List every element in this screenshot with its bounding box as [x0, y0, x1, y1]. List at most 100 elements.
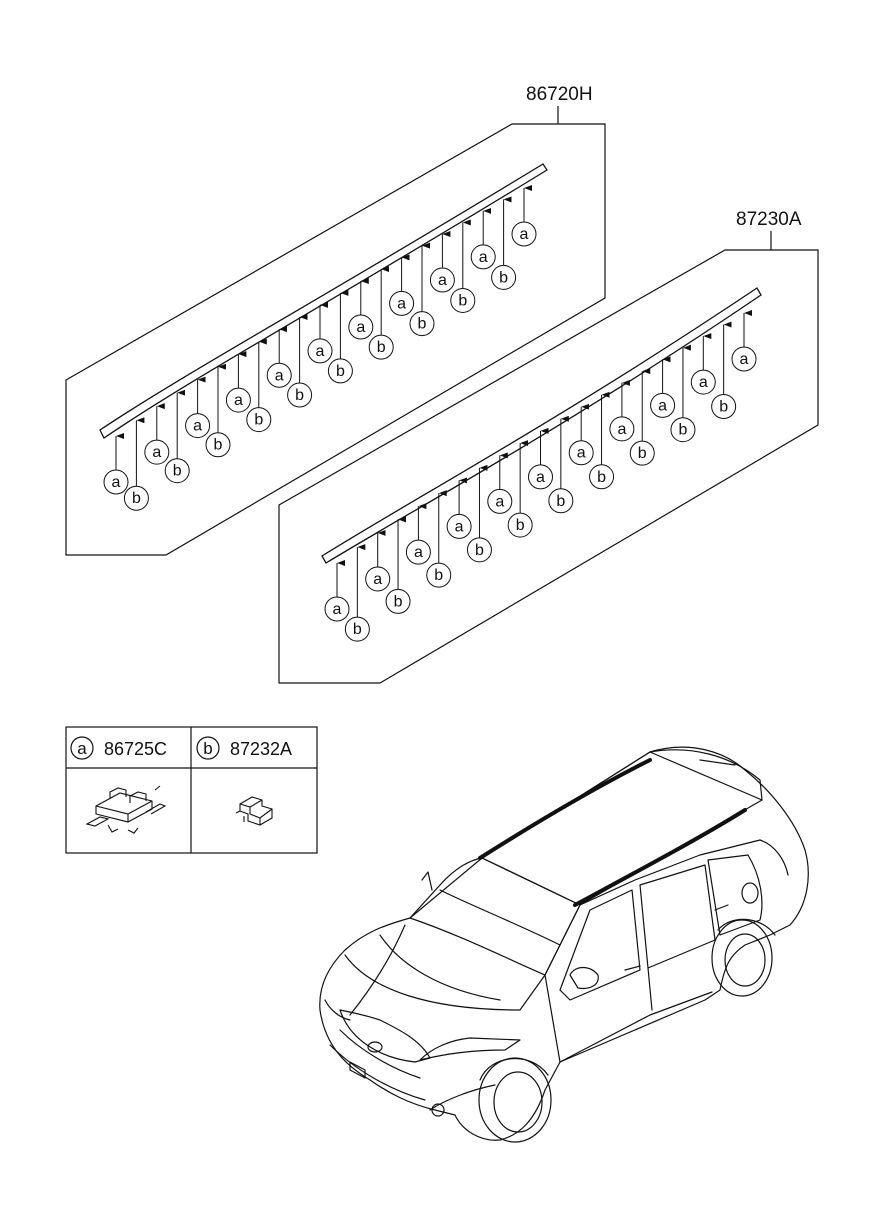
clip-callout-letter: b — [678, 422, 687, 439]
upper-group-frame — [65, 123, 606, 556]
clip-callout-letter: a — [520, 226, 529, 243]
clip-callout-letter: a — [495, 493, 504, 510]
clip-callout-letter: a — [699, 374, 708, 391]
clip-callout-letter: b — [394, 593, 403, 610]
clip-callout-circle — [466, 537, 492, 563]
clip-callout-letter: b — [556, 493, 565, 510]
clip-callout-circle — [507, 512, 533, 538]
clip-callout-letter: b — [132, 490, 141, 507]
lower-group-frame — [278, 249, 819, 684]
front-emblem-icon — [367, 1041, 383, 1053]
clip-callout-letter: a — [112, 474, 121, 491]
clip-callout-letter: b — [597, 469, 606, 486]
clip-callout-letter: a — [234, 392, 243, 409]
clip-callout-letter: b — [173, 463, 182, 480]
clip-callout-letter: a — [152, 444, 161, 461]
clip-callout-circle — [511, 221, 537, 247]
fuel-door-icon — [741, 882, 759, 904]
clip-callout-letter: b — [516, 517, 525, 534]
clip-callout-circle — [589, 464, 615, 490]
clip-callout-circle — [650, 392, 676, 418]
clip-callout-circle — [205, 432, 231, 458]
clip-callout-letter: a — [275, 367, 284, 384]
clip-callout-letter: b — [336, 363, 345, 380]
clip-callout-circle — [348, 314, 374, 340]
clip-callout-circle — [266, 362, 292, 388]
lower-part-number: 87230A — [736, 209, 802, 230]
clip-callout-circle — [164, 458, 190, 484]
vehicle-roof-rail-right — [573, 808, 747, 907]
clip-callout-circle — [327, 358, 353, 384]
clip-callout-letter: a — [373, 571, 382, 588]
clip-callout-circle — [711, 394, 737, 420]
clip-callout-letter: a — [193, 418, 202, 435]
clip-callout-circle — [344, 616, 370, 642]
clip-callout-circle — [144, 439, 170, 465]
clip-callout-circle — [491, 264, 517, 290]
vehicle-roof-rail-left — [478, 758, 652, 860]
clip-callout-letter: a — [577, 445, 586, 462]
clip-callout-letter: a — [455, 518, 464, 535]
clip-callout-letter: b — [295, 387, 304, 404]
legend-b-circle-icon — [196, 736, 220, 760]
clip-callout-letter: b — [458, 292, 467, 309]
clip-callout-circle — [609, 416, 635, 442]
clip-legend-table: a 86725C b 87232A — [65, 726, 318, 854]
upper-part-number: 86720H — [526, 84, 593, 105]
rear-wheel-icon — [711, 919, 773, 997]
clip-callout-circle — [225, 387, 251, 413]
legend-b-letter: b — [203, 739, 212, 758]
clip-callout-letter: b — [214, 437, 223, 454]
clip-callout-letter: a — [740, 351, 749, 368]
clip-callout-letter: b — [254, 412, 263, 429]
vehicle-illustration — [319, 746, 809, 1143]
clip-callout-circle — [426, 562, 452, 588]
clip-callout-circle — [568, 440, 594, 466]
clip-callout-circle — [287, 382, 313, 408]
clip-callout-circle — [385, 588, 411, 614]
legend-a-letter: a — [77, 739, 87, 758]
clip-callout-circle — [690, 369, 716, 395]
clip-callout-circle — [470, 244, 496, 270]
side-mirror-icon — [569, 966, 599, 990]
clip-callout-letter: b — [475, 542, 484, 559]
legend-a-part-number: 86725C — [104, 739, 167, 759]
clip-callout-letter: a — [316, 343, 325, 360]
clip-callout-letter: a — [438, 272, 447, 289]
clip-callout-circle — [409, 311, 435, 337]
clip-callout-circle — [123, 485, 149, 511]
clip-callout-circle — [731, 346, 757, 372]
clip-callout-circle — [670, 417, 696, 443]
fog-light-icon — [431, 1103, 445, 1117]
clip-callout-letter: a — [658, 397, 667, 414]
clip-callout-circle — [487, 488, 513, 514]
clip-callout-circle — [389, 290, 415, 316]
clip-b-drawing-icon — [235, 796, 273, 826]
legend-a-circle-icon — [70, 736, 94, 760]
clip-callout-circle — [429, 267, 455, 293]
clip-callout-letter: a — [617, 421, 626, 438]
clip-callout-circle — [365, 566, 391, 592]
clip-callout-letter: a — [356, 319, 365, 336]
clip-callout-letter: a — [479, 249, 488, 266]
clip-callout-letter: a — [536, 469, 545, 486]
clip-callout-circle — [103, 469, 129, 495]
clip-callout-letter: b — [719, 399, 728, 416]
front-wheel-icon — [478, 1057, 552, 1143]
clip-callout-letter: b — [499, 269, 508, 286]
clip-callout-circle — [548, 488, 574, 514]
clip-callout-letter: a — [397, 295, 406, 312]
clip-callout-letter: b — [434, 567, 443, 584]
clip-callout-letter: b — [418, 316, 427, 333]
clip-callout-circle — [324, 596, 350, 622]
clip-callout-circle — [629, 440, 655, 466]
clip-callout-circle — [368, 334, 394, 360]
clip-callout-circle — [185, 413, 211, 439]
clip-callout-letter: b — [353, 621, 362, 638]
